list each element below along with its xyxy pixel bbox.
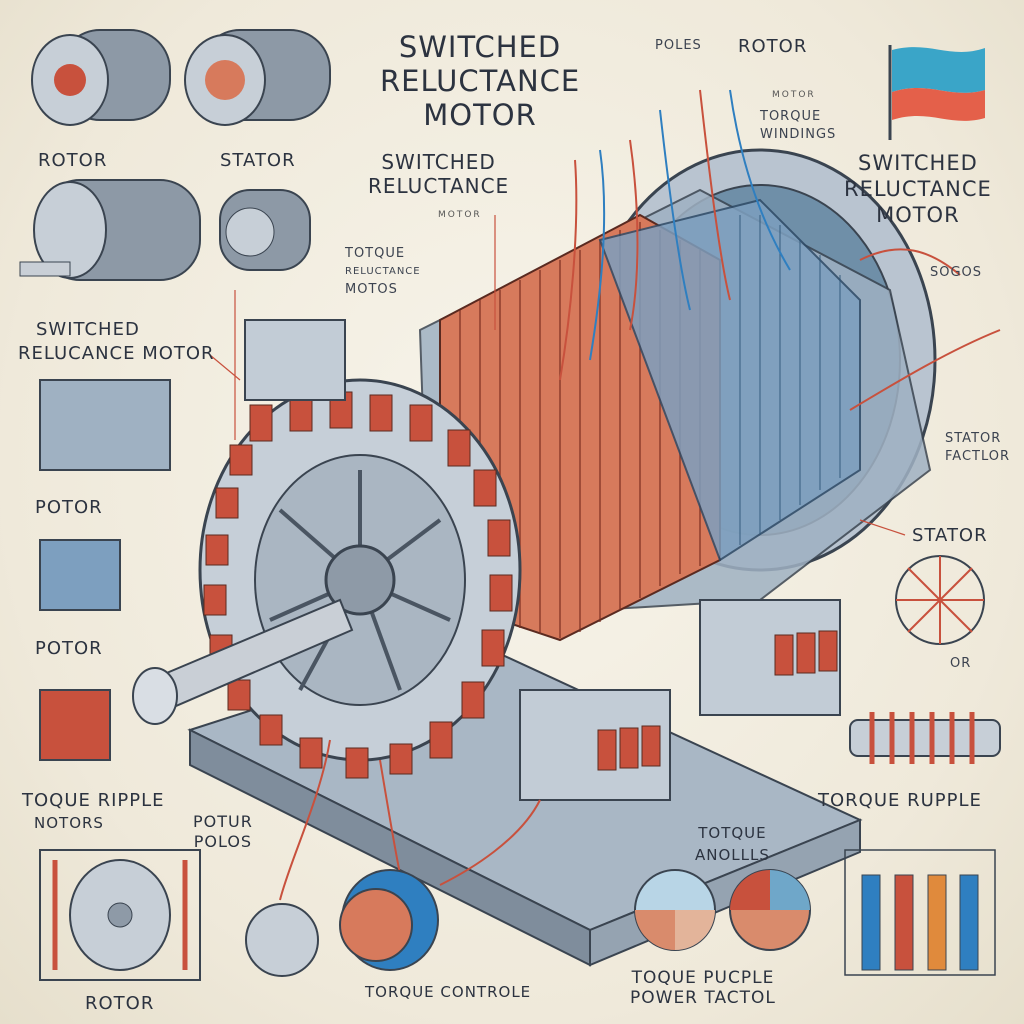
thumb-stator-block bbox=[39, 539, 121, 611]
label-torque-ripple-left-l1: TOQUE RIPPLE bbox=[22, 790, 165, 811]
label-torque-windings-l1: TORQUE bbox=[760, 109, 822, 124]
power-factor-bars bbox=[844, 849, 996, 976]
label-motor-small: MOTOR bbox=[438, 210, 482, 220]
torque-ripple-coil bbox=[849, 712, 1001, 764]
label-sr-right-l3: MOTOR bbox=[876, 203, 960, 227]
label-torque-mid-l3: MOTOS bbox=[345, 282, 398, 297]
stator-fan-icon bbox=[895, 555, 985, 645]
small-rotor-a bbox=[245, 903, 319, 977]
label-sr-right-l2: RELUCTANCE bbox=[844, 177, 992, 201]
title-line-2: RELUCTANCE bbox=[380, 64, 581, 98]
label-potur-polos: POTUR POLOS bbox=[193, 812, 253, 852]
label-toque-puple-l2: POWER TACTOL bbox=[630, 988, 776, 1008]
thumb-stator bbox=[184, 29, 331, 126]
label-torque-windings: TORQUE WINDINGS bbox=[760, 108, 836, 144]
diagram-title: SWITCHED RELUCTANCE MOTOR bbox=[380, 30, 580, 132]
label-potur-polos-l1: POTUR bbox=[193, 812, 253, 831]
terminal-box-right bbox=[699, 599, 841, 716]
label-poles-top: POLES bbox=[655, 38, 702, 53]
thumb-small-stator bbox=[219, 189, 311, 271]
thumb-motor-block bbox=[39, 379, 171, 471]
label-torque-ripple-right: TORQUE RUPPLE bbox=[818, 790, 982, 811]
label-torque-windings-l2: WINDINGS bbox=[760, 127, 837, 142]
label-rotor-bottom: ROTOR bbox=[85, 993, 155, 1014]
connection-wires bbox=[279, 89, 1001, 921]
label-stator-top: STATOR bbox=[220, 150, 296, 171]
label-totque-anollls-l2: ANOLLLS bbox=[695, 846, 770, 864]
title-line-1: SWITCHED bbox=[398, 30, 562, 64]
label-switched-reluctance-mid-l1: SWITCHED bbox=[381, 150, 496, 174]
label-torque-mid: TOTQUE RELUCTANCE MOTOS bbox=[345, 245, 421, 299]
label-sr-right: SWITCHED RELUCTANCE MOTOR bbox=[844, 150, 992, 228]
thumb-rotor-shaft bbox=[19, 179, 201, 281]
flag-icon bbox=[888, 45, 985, 140]
label-switched-reluctance-mid: SWITCHED RELUCTANCE bbox=[368, 150, 509, 198]
title-line-3: MOTOR bbox=[423, 98, 537, 132]
thumb-rotor bbox=[31, 29, 171, 126]
label-stator-factor: STATOR FACTLOR bbox=[945, 430, 1010, 466]
pie-chart-left bbox=[634, 869, 716, 951]
label-stator-factor-l2: FACTLOR bbox=[945, 449, 1011, 464]
label-torque-ripple-left-l2: NOTORS bbox=[34, 814, 104, 832]
label-or: OR bbox=[950, 656, 972, 671]
label-rotor-top: ROTOR bbox=[38, 150, 108, 171]
label-sogos: SOGOS bbox=[930, 265, 983, 280]
label-torque-mid-l1: TOTQUE bbox=[345, 246, 406, 261]
rotor-cross-section bbox=[39, 849, 201, 981]
label-stator-factor-l1: STATOR bbox=[945, 431, 1002, 446]
label-toque-puple-power: TOQUE PUCPLE POWER TACTOL bbox=[630, 968, 776, 1008]
label-totque-anollls: TOTQUE ANOLLLS bbox=[695, 822, 770, 866]
label-torque-mid-l2: RELUCTANCE bbox=[345, 266, 421, 277]
label-switched-left-l2: RELUCANCE MOTOR bbox=[18, 343, 215, 364]
label-motor-top: MOTOR bbox=[772, 90, 816, 100]
label-potor-2: POTOR bbox=[35, 638, 103, 659]
label-potur-polos-l2: POLOS bbox=[193, 832, 253, 851]
pie-chart-right bbox=[729, 869, 811, 951]
label-stator-right: STATOR bbox=[912, 525, 988, 546]
label-switched-left: SWITCHED RELUCANCE MOTOR bbox=[18, 318, 215, 366]
label-torque-controle: TORQUE CONTROLE bbox=[365, 983, 532, 1001]
thumb-pole-block bbox=[39, 689, 111, 761]
label-switched-reluctance-mid-l2: RELUCTANCE bbox=[368, 174, 510, 198]
label-toque-puple-l1: TOQUE PUCPLE bbox=[631, 968, 775, 988]
label-switched-left-l1: SWITCHED bbox=[36, 319, 140, 340]
label-totque-anollls-l1: TOTQUE bbox=[698, 824, 767, 842]
label-potor-1: POTOR bbox=[35, 497, 103, 518]
label-sr-right-l1: SWITCHED bbox=[857, 151, 978, 175]
thumb-coil-box bbox=[244, 319, 346, 401]
label-torque-ripple-left: TOQUE RIPPLE NOTORS bbox=[22, 790, 165, 834]
label-rotor-top-right: ROTOR bbox=[738, 36, 808, 57]
stator-coils bbox=[203, 391, 513, 779]
